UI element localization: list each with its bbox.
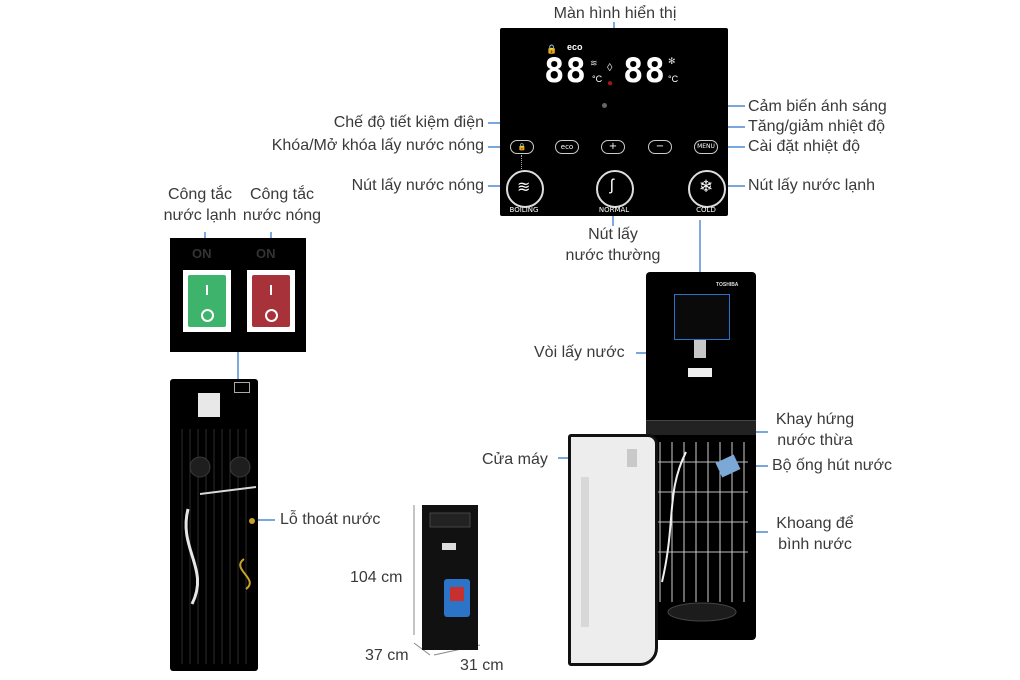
normal-button[interactable]: ʃ	[596, 170, 634, 208]
hot-switch-housing	[247, 270, 295, 332]
water-icon: ʃ	[610, 177, 614, 194]
label-temp-up-down: Tăng/giảm nhiệt độ	[748, 118, 885, 135]
warning-sticker	[688, 368, 712, 377]
boiling-caption: BOILING	[509, 206, 539, 214]
label-hot-switch-2: nước nóng	[242, 207, 322, 224]
drip-tray	[646, 420, 756, 435]
hot-water-switch[interactable]	[252, 275, 290, 327]
snowflake-icon: ❄	[699, 177, 714, 196]
cold-switch-off-mark	[201, 309, 214, 322]
label-cold-switch-1: Công tắc	[167, 186, 233, 203]
label-door: Cửa máy	[482, 451, 548, 468]
eco-indicator: eco	[567, 42, 583, 52]
right-temp-display: 88	[623, 51, 666, 91]
left-temp-display: 88	[544, 51, 587, 91]
label-light-sensor: Cảm biến ánh sáng	[748, 98, 887, 115]
dispenser-door	[568, 434, 658, 666]
heat-icon: ≋	[590, 58, 598, 68]
left-unit: °C	[592, 74, 603, 84]
main-control-panel	[674, 294, 730, 340]
dimension-view	[413, 505, 481, 656]
snowflake-small-icon: ✻	[668, 56, 676, 66]
label-cold-switch-2: nước lạnh	[163, 207, 237, 224]
dispenser-main: TOSHIBA	[646, 272, 756, 640]
label-drain-hole: Lỗ thoát nước	[280, 511, 381, 528]
label-normal-button-2: nước thường	[565, 247, 661, 264]
hot-indicator-icon: ●	[607, 78, 614, 89]
bottle-label	[450, 587, 464, 601]
label-normal-button-1: Nút lấy	[588, 226, 638, 243]
small-label	[442, 543, 456, 550]
light-sensor	[602, 103, 607, 108]
cold-water-switch[interactable]	[188, 275, 226, 327]
lock-button-icon: 🔒	[517, 143, 527, 151]
label-drip-tray-2: nước thừa	[777, 432, 853, 449]
dimension-height: 104 cm	[350, 569, 403, 586]
menu-button[interactable]: MENU	[694, 140, 718, 154]
label-drip-tray-1: Khay hứng	[775, 411, 855, 428]
label-temp-setting: Cài đặt nhiệt độ	[748, 138, 861, 155]
hot-switch-off-mark	[265, 309, 278, 322]
label-bottle-bay-2: bình nước	[778, 536, 852, 553]
small-display	[429, 512, 471, 528]
temp-up-button[interactable]: +	[601, 140, 625, 154]
lock-icon: 🔒	[546, 44, 558, 54]
label-hot-switch-1: Công tắc	[249, 186, 315, 203]
normal-caption: NORMAL	[598, 206, 630, 214]
label-cold-button: Nút lấy nước lạnh	[748, 177, 876, 194]
label-eco-mode: Chế độ tiết kiệm điện	[333, 114, 484, 131]
label-display-screen: Màn hình hiển thị	[553, 5, 677, 22]
boiling-button[interactable]: ≋	[506, 170, 544, 208]
cold-caption: COLD	[696, 206, 716, 214]
cold-switch-on-mark	[206, 285, 208, 295]
water-drop-icon: ◊	[607, 62, 613, 74]
right-unit: °C	[668, 74, 679, 84]
back-switch-box	[234, 382, 250, 393]
door-latch	[627, 449, 637, 467]
brand-logo: TOSHIBA	[716, 282, 739, 288]
door-handle	[581, 477, 589, 627]
cold-switch-housing	[183, 270, 231, 332]
label-bottle-bay-1: Khoang để	[776, 515, 854, 532]
cold-button[interactable]: ❄	[688, 170, 726, 208]
hot-switch-on-mark	[270, 285, 272, 295]
steam-icon: ≋	[517, 179, 531, 196]
temp-down-button[interactable]: −	[648, 140, 672, 154]
dimension-depth: 37 cm	[365, 647, 409, 664]
label-faucet: Vòi lấy nước	[534, 344, 625, 361]
water-faucet	[694, 340, 706, 358]
switch-panel: ON ON	[170, 238, 306, 352]
label-hot-button: Nút lấy nước nóng	[351, 177, 484, 194]
lock-dotted-link	[521, 155, 522, 169]
back-label-sticker	[198, 393, 220, 417]
suction-pipe-head	[715, 454, 741, 478]
cold-switch-on-text: ON	[192, 246, 212, 261]
label-hot-lock: Khóa/Mở khóa lấy nước nóng	[271, 137, 484, 154]
control-panel: 🔒 eco 88 ≋ °C ◊ ● 88 ✻ °C 🔒 eco + − MENU…	[500, 28, 728, 216]
eco-button[interactable]: eco	[555, 140, 579, 154]
bottle-bay	[656, 442, 748, 622]
condenser-coil-graphic	[181, 429, 257, 664]
hot-switch-on-text: ON	[256, 246, 276, 261]
hot-lock-button[interactable]: 🔒	[510, 140, 534, 154]
dimension-width: 31 cm	[460, 657, 504, 674]
dispenser-back-view	[170, 379, 258, 671]
dispenser-small	[422, 505, 478, 650]
label-suction-pipe: Bộ ống hút nước	[772, 457, 892, 474]
